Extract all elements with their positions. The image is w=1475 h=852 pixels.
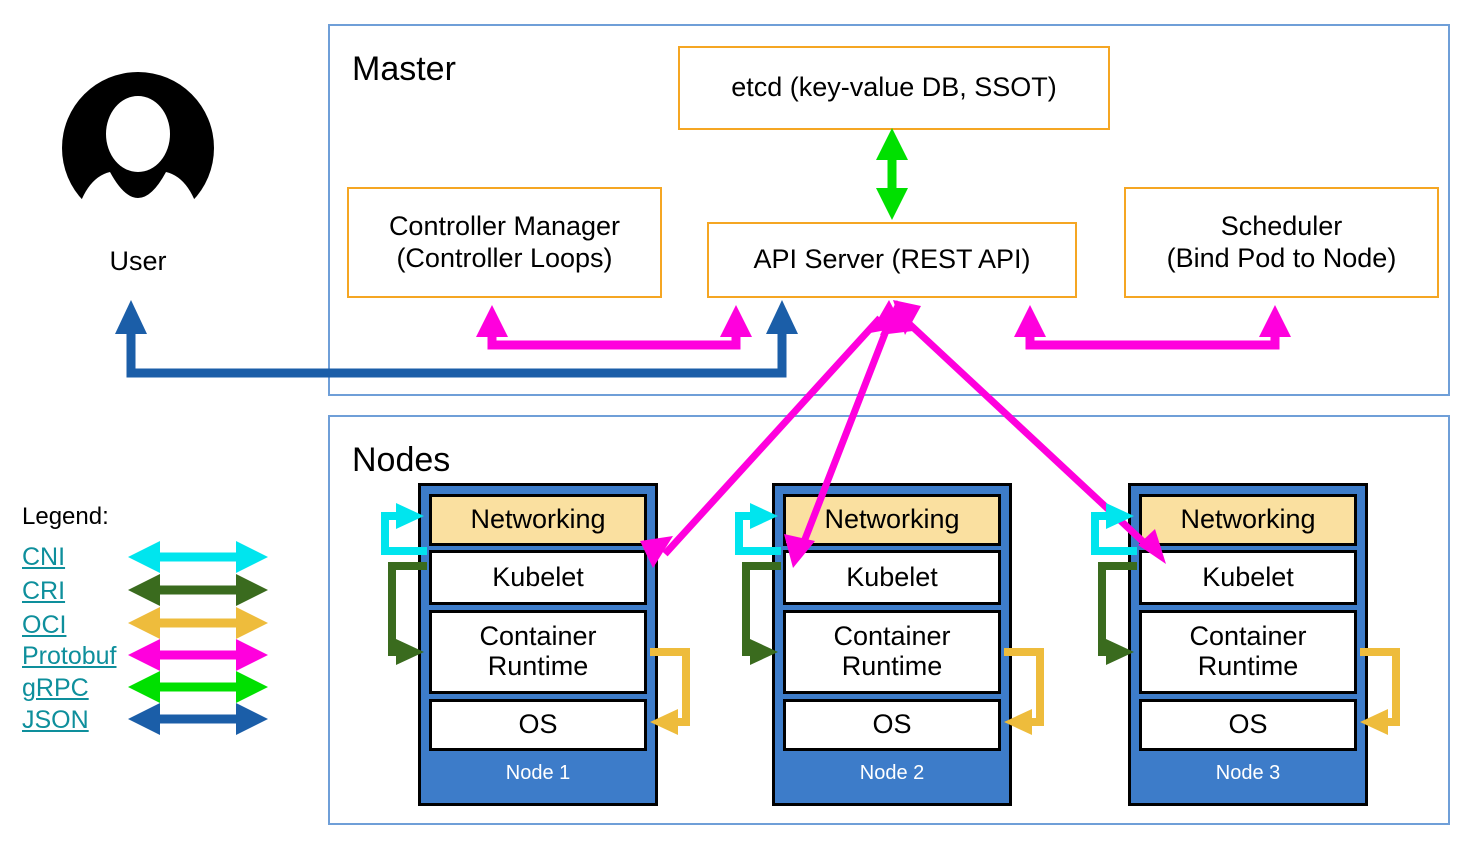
connector-cri-node3 [1098, 562, 1137, 665]
legend-item-oci[interactable]: OCI [22, 611, 67, 639]
etcd-label: etcd (key-value DB, SSOT) [731, 72, 1057, 103]
node-card-2[interactable]: Networking Kubelet Container Runtime OS … [772, 483, 1012, 806]
node-3-networking-layer[interactable]: Networking [1139, 494, 1357, 546]
controller-manager-label-line1: Controller Manager [388, 210, 621, 241]
scheduler-label-line1: Scheduler [1220, 210, 1343, 241]
connector-cni-node1 [381, 503, 427, 555]
node-1-networking-layer[interactable]: Networking [429, 494, 647, 546]
legend-item-grpc[interactable]: gRPC [22, 674, 89, 702]
node-2-os-layer[interactable]: OS [783, 699, 1001, 751]
etcd-box[interactable]: etcd (key-value DB, SSOT) [678, 46, 1110, 130]
node-3-kubelet-layer[interactable]: Kubelet [1139, 550, 1357, 605]
node-1-container-runtime-layer[interactable]: Container Runtime [429, 610, 647, 694]
node-1-networking-label: Networking [470, 504, 606, 535]
user-label: User [109, 246, 167, 276]
node-2-kubelet-layer[interactable]: Kubelet [783, 550, 1001, 605]
connector-oci-node2 [1004, 648, 1044, 735]
master-group-title: Master [352, 50, 456, 88]
node-3-container-runtime-layer[interactable]: Container Runtime [1139, 610, 1357, 694]
scheduler-label-line2: (Bind Pod to Node) [1166, 242, 1397, 273]
node-1-container-runtime-label-line2: Runtime [487, 651, 589, 681]
scheduler-box[interactable]: Scheduler (Bind Pod to Node) [1124, 187, 1439, 298]
node-3-kubelet-label: Kubelet [1202, 561, 1294, 592]
node-1-container-runtime-label-line1: Container [479, 621, 597, 652]
legend-arrow-cni [128, 541, 268, 573]
node-3-os-label: OS [1228, 709, 1268, 740]
node-card-1[interactable]: Networking Kubelet Container Runtime OS … [418, 483, 658, 806]
node-card-3[interactable]: Networking Kubelet Container Runtime OS … [1128, 483, 1368, 806]
connector-oci-node3 [1360, 648, 1400, 735]
connector-cri-node2 [742, 562, 781, 665]
node-3-os-layer[interactable]: OS [1139, 699, 1357, 751]
node-2-os-label: OS [872, 709, 912, 740]
node-2-networking-label: Networking [824, 504, 960, 535]
legend-item-cri[interactable]: CRI [22, 577, 66, 605]
legend-item-protobuf[interactable]: Protobuf [22, 642, 117, 670]
connector-cri-node1 [388, 562, 427, 665]
api-server-box[interactable]: API Server (REST API) [707, 222, 1077, 298]
node-1-kubelet-layer[interactable]: Kubelet [429, 550, 647, 605]
node-2-container-runtime-label-line1: Container [833, 621, 951, 652]
node-2-name-label: Node 2 [859, 762, 925, 784]
api-server-label: API Server (REST API) [753, 244, 1031, 275]
node-3-networking-label: Networking [1180, 504, 1316, 535]
legend-title: Legend: [22, 503, 109, 530]
nodes-group-title: Nodes [352, 441, 451, 479]
user-avatar-icon [62, 72, 214, 224]
controller-manager-box[interactable]: Controller Manager (Controller Loops) [347, 187, 662, 298]
node-3-container-runtime-label-line2: Runtime [1197, 651, 1299, 681]
node-1-os-label: OS [518, 709, 558, 740]
connector-grpc-etcd-apiserver [876, 128, 908, 220]
connector-json-user-apiserver [115, 300, 798, 378]
legend-arrow-cri [128, 574, 268, 606]
node-1-name-label: Node 1 [505, 762, 571, 784]
node-2-container-runtime-layer[interactable]: Container Runtime [783, 610, 1001, 694]
connector-oci-node1 [650, 648, 690, 735]
controller-manager-label-line2: (Controller Loops) [396, 242, 613, 273]
node-2-container-runtime-label-line2: Runtime [841, 651, 943, 681]
node-3-container-runtime-label-line1: Container [1189, 621, 1307, 652]
connector-protobuf-scheduler-apiserver [1014, 305, 1291, 350]
legend-arrow-json [128, 703, 268, 735]
legend-item-cni[interactable]: CNI [22, 543, 66, 571]
node-1-os-layer[interactable]: OS [429, 699, 647, 751]
connector-protobuf-cm-apiserver [476, 305, 752, 350]
legend-arrow-oci [128, 607, 268, 639]
node-2-kubelet-label: Kubelet [846, 561, 938, 592]
legend-arrow-grpc [128, 671, 268, 703]
legend-arrow-protobuf [128, 639, 268, 671]
legend-item-json[interactable]: JSON [22, 706, 89, 734]
connector-cni-node3 [1091, 503, 1137, 555]
connector-cni-node2 [735, 503, 781, 555]
node-1-kubelet-label: Kubelet [492, 561, 584, 592]
node-3-name-label: Node 3 [1215, 762, 1281, 784]
